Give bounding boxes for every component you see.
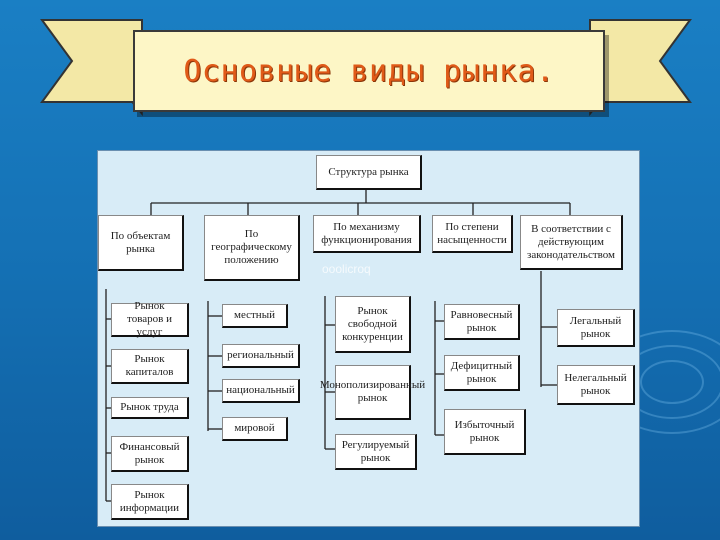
- leaf-label: Нелегальный рынок: [564, 371, 627, 397]
- category-node: По степени насыщенности: [432, 215, 513, 253]
- leaf-label: мировой: [234, 422, 275, 434]
- leaf-node: Финансовый рынок: [111, 436, 189, 472]
- category-node: По объектам рынка: [98, 215, 184, 271]
- leaf-label: местный: [234, 309, 275, 321]
- leaf-node: Регулируемый рынок: [335, 434, 417, 470]
- leaf-node: Дефицитный рынок: [444, 355, 520, 391]
- connector-lines: [105, 190, 571, 502]
- leaf-label: Монополизированный рынок: [319, 379, 426, 404]
- leaf-label: Избыточный рынок: [454, 418, 515, 444]
- leaf-label: Легальный рынок: [569, 314, 622, 340]
- leaf-label: региональный: [227, 349, 294, 361]
- leaf-node: Избыточный рынок: [444, 409, 526, 455]
- leaf-label: Финансовый рынок: [119, 440, 180, 466]
- leaf-node: Равновесный рынок: [444, 304, 520, 340]
- category-node: По географическому положению: [204, 215, 300, 281]
- root-label: Структура рынка: [328, 165, 409, 178]
- leaf-node: Рынок товаров и услуг: [111, 300, 189, 338]
- leaf-node: мировой: [222, 417, 288, 441]
- category-node: В соответствии с действующим законодател…: [520, 215, 623, 270]
- leaf-label: Рынок информации: [119, 488, 180, 514]
- category-label: В соответствии с действующим законодател…: [526, 222, 616, 261]
- category-label: По степени насыщенности: [437, 220, 507, 246]
- market-structure-diagram: Структура рынка По объектам рынка По гео…: [97, 150, 640, 527]
- leaf-node: региональный: [222, 344, 300, 368]
- leaf-label: Рынок капиталов: [125, 353, 174, 378]
- leaf-node: Рынок капиталов: [111, 349, 189, 384]
- leaf-label: Равновесный рынок: [450, 308, 513, 334]
- leaf-label: Дефицитный рынок: [450, 359, 513, 385]
- leaf-node: Легальный рынок: [557, 309, 635, 347]
- watermark-text: ooolicroq: [322, 262, 371, 276]
- leaf-label: национальный: [226, 384, 295, 396]
- leaf-node: Нелегальный рынок: [557, 365, 635, 405]
- leaf-node: Рынок информации: [111, 484, 189, 520]
- leaf-node: Рынок свободной конкуренции: [335, 296, 411, 353]
- leaf-node: местный: [222, 304, 288, 328]
- category-label: По географическому положению: [211, 228, 292, 266]
- category-label: По объектам рынка: [110, 229, 171, 255]
- leaf-label: Рынок свободной конкуренции: [342, 304, 403, 343]
- leaf-label: Рынок труда: [120, 401, 179, 413]
- slide-title: Основные виды рынка.: [183, 53, 555, 89]
- leaf-node: национальный: [222, 379, 300, 403]
- leaf-label: Рынок товаров и услуг: [127, 300, 172, 338]
- root-node: Структура рынка: [316, 155, 422, 190]
- leaf-node: Монополизированный рынок: [320, 365, 425, 420]
- title-banner: Основные виды рынка.: [133, 30, 605, 112]
- category-label: По механизму функционирования: [321, 220, 412, 246]
- leaf-node: Рынок труда: [111, 397, 189, 419]
- leaf-label: Регулируемый рынок: [341, 438, 410, 464]
- category-node: По механизму функционирования: [313, 215, 421, 253]
